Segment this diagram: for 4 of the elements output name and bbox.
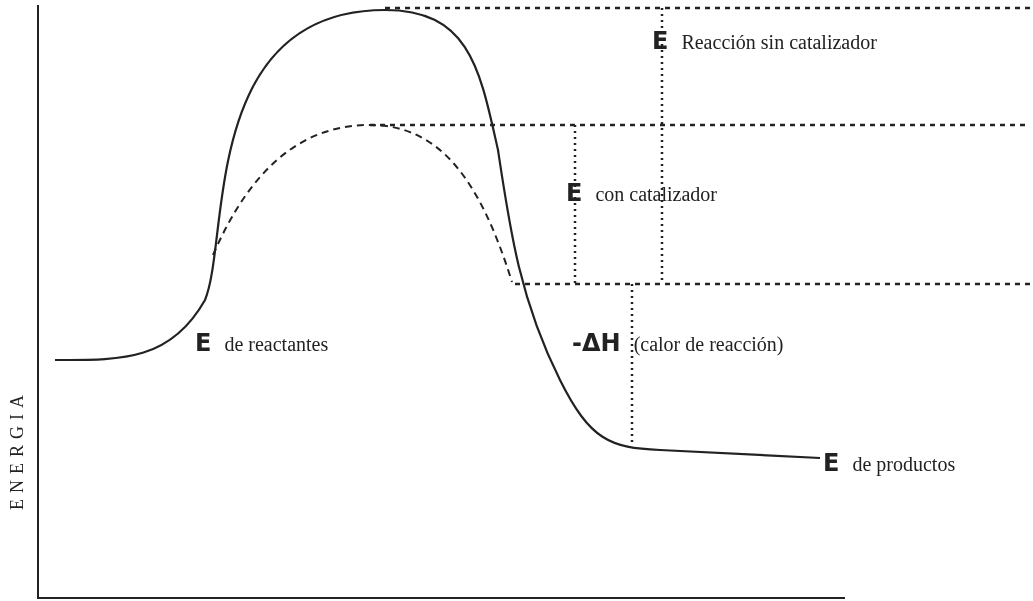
axis-title: ENERGIA	[8, 389, 28, 510]
enthalpy-label: -ΔH (calor de reacción)	[572, 330, 784, 357]
energy-label: E de reactantes	[195, 330, 329, 357]
energy-label: E de productos	[823, 450, 956, 477]
